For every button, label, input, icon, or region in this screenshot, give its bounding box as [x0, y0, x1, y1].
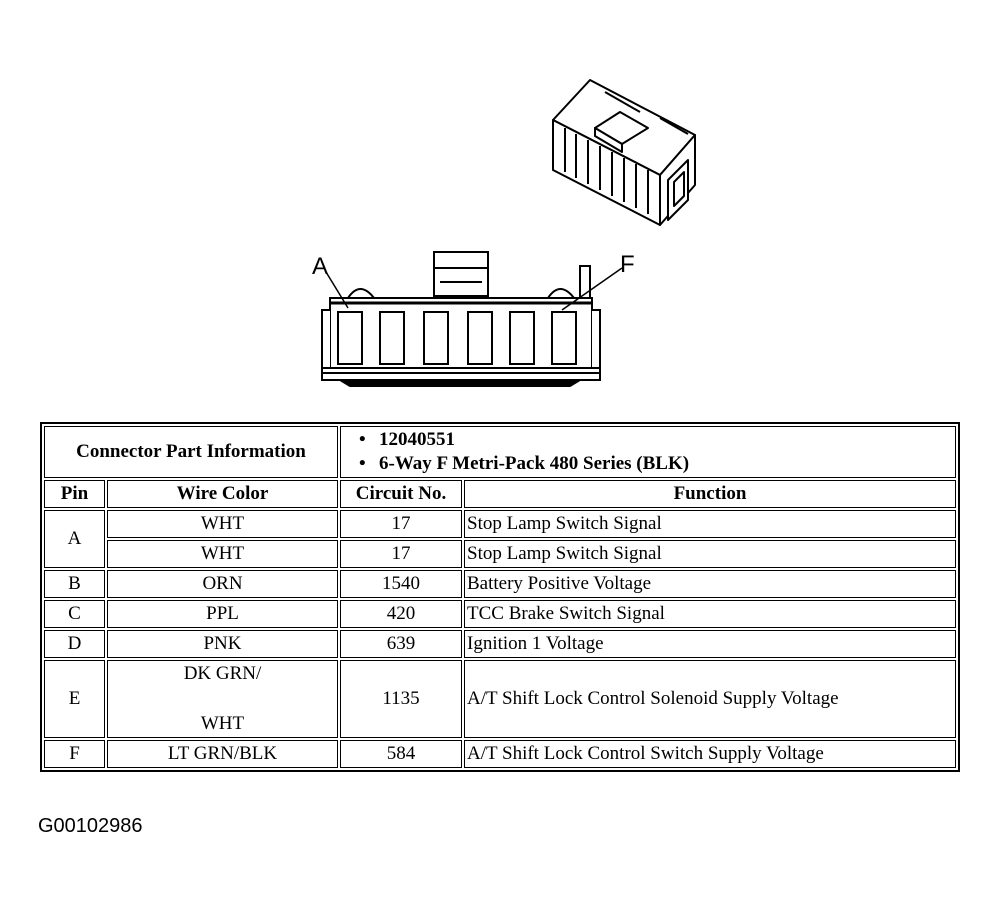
- wire-color-cell: ORN: [107, 570, 338, 598]
- pin-cavity-c: [423, 311, 449, 365]
- circuit-cell: 17: [340, 540, 462, 568]
- circuit-cell: 1135: [340, 660, 462, 738]
- pin-cell: A: [44, 510, 105, 568]
- pin-label-f: F: [620, 251, 635, 278]
- wire-color-line-2: WHT: [200, 713, 245, 734]
- wire-color-cell: WHT: [107, 510, 338, 538]
- table-row: C PPL 420 TCC Brake Switch Signal: [44, 600, 956, 628]
- wire-color-cell: PPL: [107, 600, 338, 628]
- connector-info-label: Connector Part Information: [44, 426, 338, 478]
- circuit-cell: 17: [340, 510, 462, 538]
- function-cell: A/T Shift Lock Control Solenoid Supply V…: [464, 660, 956, 738]
- wire-color-cell: PNK: [107, 630, 338, 658]
- pin-cavity-b: [379, 311, 405, 365]
- wire-color-line-1: DK GRN/: [183, 663, 262, 684]
- function-cell: A/T Shift Lock Control Switch Supply Vol…: [464, 740, 956, 768]
- function-cell: TCC Brake Switch Signal: [464, 600, 956, 628]
- connector-info-values: 12040551 6-Way F Metri-Pack 480 Series (…: [340, 426, 956, 478]
- table-row: B ORN 1540 Battery Positive Voltage: [44, 570, 956, 598]
- pin-cavity-f: [551, 311, 577, 365]
- table-row: WHT 17 Stop Lamp Switch Signal: [44, 540, 956, 568]
- header-pin: Pin: [44, 480, 105, 508]
- pin-cell: D: [44, 630, 105, 658]
- circuit-cell: 420: [340, 600, 462, 628]
- figure-id: G00102986: [38, 815, 143, 837]
- pin-cavity-a: [337, 311, 363, 365]
- wire-color-cell: DK GRN/ WHT: [107, 660, 338, 738]
- wire-color-cell: WHT: [107, 540, 338, 568]
- circuit-cell: 1540: [340, 570, 462, 598]
- function-cell: Battery Positive Voltage: [464, 570, 956, 598]
- pin-label-a: A: [312, 253, 328, 280]
- connector-description: 6-Way F Metri-Pack 480 Series (BLK): [343, 452, 953, 476]
- table-row: F LT GRN/BLK 584 A/T Shift Lock Control …: [44, 740, 956, 768]
- pin-cavities: [337, 311, 577, 365]
- connector-info-row: Connector Part Information 12040551 6-Wa…: [44, 426, 956, 478]
- header-row: Pin Wire Color Circuit No. Function: [44, 480, 956, 508]
- connector-table: Connector Part Information 12040551 6-Wa…: [40, 422, 960, 772]
- function-cell: Ignition 1 Voltage: [464, 630, 956, 658]
- connector-front-view: [321, 251, 601, 387]
- circuit-cell: 584: [340, 740, 462, 768]
- pin-cell: E: [44, 660, 105, 738]
- part-number: 12040551: [343, 428, 953, 452]
- function-cell: Stop Lamp Switch Signal: [464, 510, 956, 538]
- pin-cavity-d: [467, 311, 493, 365]
- header-circuit-no: Circuit No.: [340, 480, 462, 508]
- pin-cell: C: [44, 600, 105, 628]
- function-cell: Stop Lamp Switch Signal: [464, 540, 956, 568]
- pin-cavity-e: [509, 311, 535, 365]
- header-wire-color: Wire Color: [107, 480, 338, 508]
- leader-line-f: [561, 267, 623, 311]
- wire-color-cell: LT GRN/BLK: [107, 740, 338, 768]
- circuit-cell: 639: [340, 630, 462, 658]
- table-row: D PNK 639 Ignition 1 Voltage: [44, 630, 956, 658]
- table-row: A WHT 17 Stop Lamp Switch Signal: [44, 510, 956, 568]
- pin-cell: F: [44, 740, 105, 768]
- pin-cell: B: [44, 570, 105, 598]
- connector-isometric-view: [552, 79, 696, 226]
- leader-line-a: [325, 271, 349, 309]
- header-function: Function: [464, 480, 956, 508]
- connector-drawing: A F: [312, 79, 696, 387]
- table-row: E DK GRN/ WHT 1135 A/T Shift Lock Contro…: [44, 660, 956, 738]
